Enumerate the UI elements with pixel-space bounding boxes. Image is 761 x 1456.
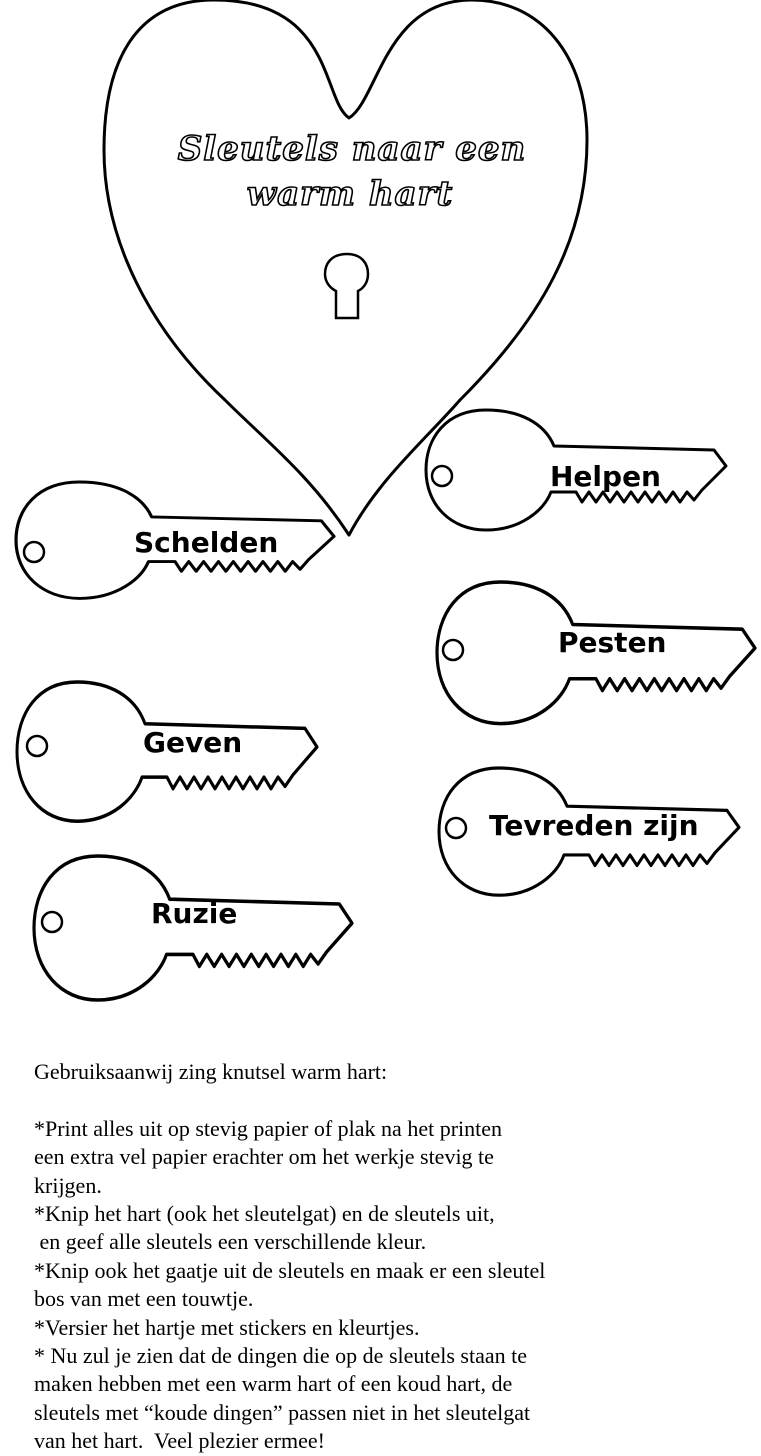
key-hole-icon [441,638,465,662]
instructions-heading: Gebruiksaanwij zing knutsel warm hart: [34,1059,388,1084]
key-ruzie: Ruzie [32,854,354,1002]
key-label-ruzie: Ruzie [151,897,237,930]
key-pesten: Pesten [435,580,757,726]
instruction-line: van het hart. Veel plezier ermee! [34,1428,325,1454]
key-hole-icon [25,734,49,758]
instruction-line: een extra vel papier erachter om het wer… [34,1144,494,1170]
craft-template: Sleutels naar een warm hart Helpen Schel… [14,0,757,1002]
instruction-line: en geef alle sleutels een verschillende … [34,1229,427,1255]
instruction-line: maken hebben met een warm hart of een ko… [34,1371,513,1397]
key-hole-icon [22,540,46,564]
key-schelden: Schelden [14,480,336,600]
heart-title-line2: warm hart [247,174,453,214]
instructions: Gebruiksaanwij zing knutsel warm hart: *… [34,1058,714,1456]
keyhole-icon [323,252,370,320]
key-geven: Geven [15,680,319,823]
heart: Sleutels naar een warm hart [102,0,589,537]
instruction-line: sleutels met “koude dingen” passen niet … [34,1399,531,1425]
instruction-line: *Print alles uit op stevig papier of pla… [34,1115,503,1141]
instruction-line: *Knip ook het gaatje uit de sleutels en … [34,1257,546,1283]
key-label-geven: Geven [143,726,242,759]
instruction-line: bos van met een touwtje. [34,1286,254,1312]
instruction-line: * Nu zul je zien dat de dingen die op de… [34,1343,528,1369]
key-hole-icon [40,910,64,934]
key-label-schelden: Schelden [134,526,278,559]
instruction-line: *Versier het hartje met stickers en kleu… [34,1314,420,1340]
key-label-tevreden-zijn: Tevreden zijn [489,809,699,842]
key-label-helpen: Helpen [550,460,661,493]
heart-title-line1: Sleutels naar een [178,129,527,169]
key-hole-icon [444,816,468,840]
key-tevreden-zijn: Tevreden zijn [437,766,741,897]
key-helpen: Helpen [424,408,728,532]
key-hole-icon [430,464,454,488]
key-label-pesten: Pesten [558,626,667,659]
instruction-line: krijgen. [34,1172,102,1198]
instruction-line: *Knip het hart (ook het sleutelgat) en d… [34,1201,495,1227]
